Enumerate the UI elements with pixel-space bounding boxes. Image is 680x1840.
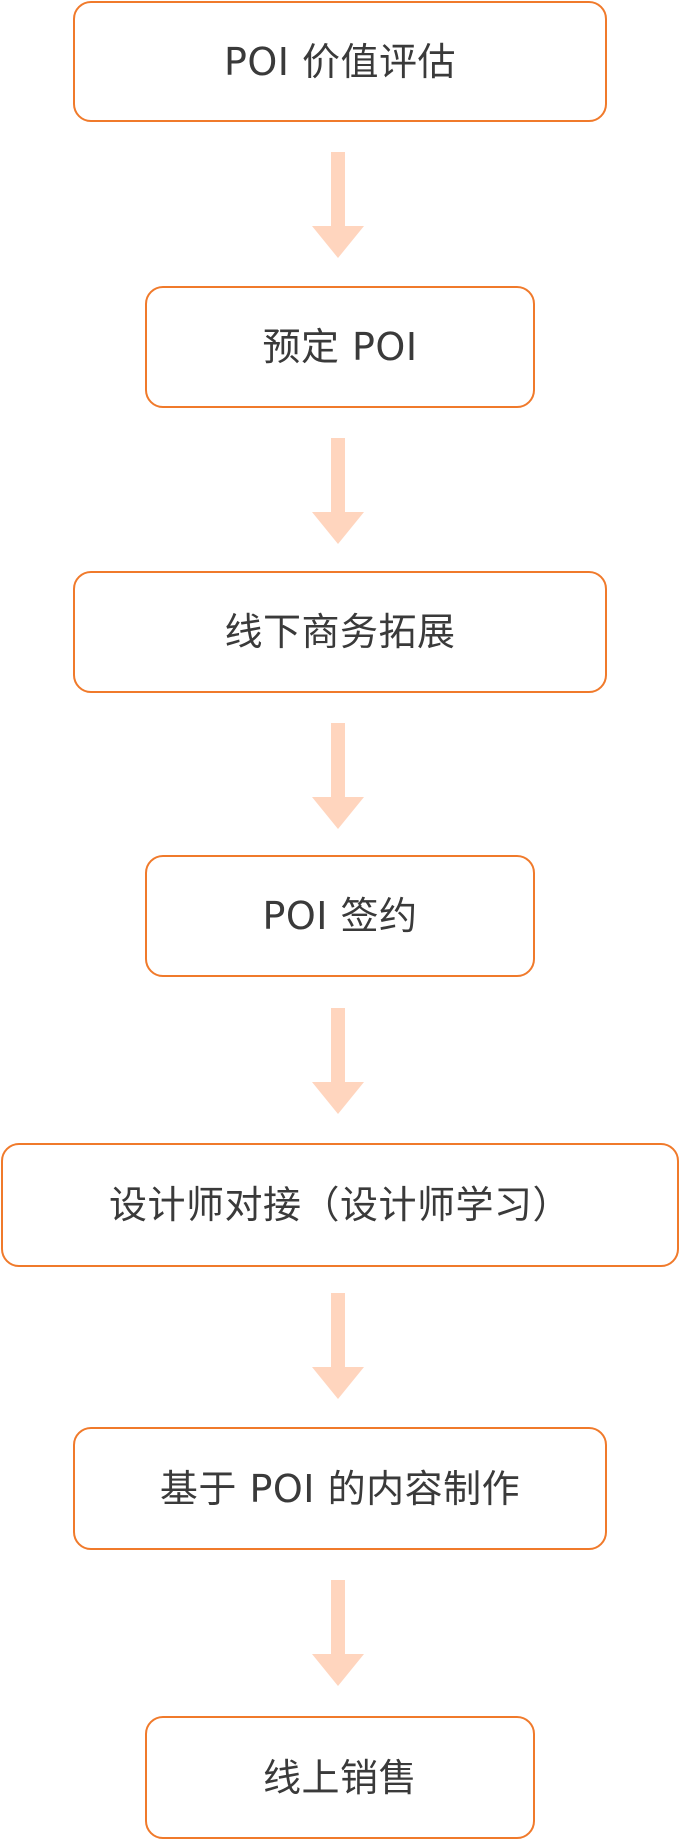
step-label: 预定 POI [262, 325, 418, 369]
step-reserve-poi: 预定 POI [145, 286, 535, 408]
step-label: 线上销售 [262, 1755, 417, 1800]
down-arrow-icon [312, 438, 364, 544]
step-online-sales: 线上销售 [145, 1716, 535, 1839]
step-label: 设计师对接（设计师学习） [108, 1183, 571, 1227]
step-label: POI 价值评估 [223, 39, 457, 84]
step-poi-based-content-creation: 基于 POI 的内容制作 [73, 1427, 607, 1550]
step-label: 线下商务拓展 [224, 610, 456, 654]
step-label: POI 签约 [262, 894, 418, 938]
step-label: 基于 POI 的内容制作 [159, 1466, 521, 1511]
step-offline-business-development: 线下商务拓展 [73, 571, 607, 693]
down-arrow-icon [312, 723, 364, 829]
step-designer-liaison: 设计师对接（设计师学习） [1, 1143, 679, 1267]
step-poi-signing: POI 签约 [145, 855, 535, 977]
step-poi-value-assessment: POI 价值评估 [73, 1, 607, 122]
down-arrow-icon [312, 152, 364, 258]
down-arrow-icon [312, 1293, 364, 1399]
down-arrow-icon [312, 1008, 364, 1114]
down-arrow-icon [312, 1580, 364, 1686]
